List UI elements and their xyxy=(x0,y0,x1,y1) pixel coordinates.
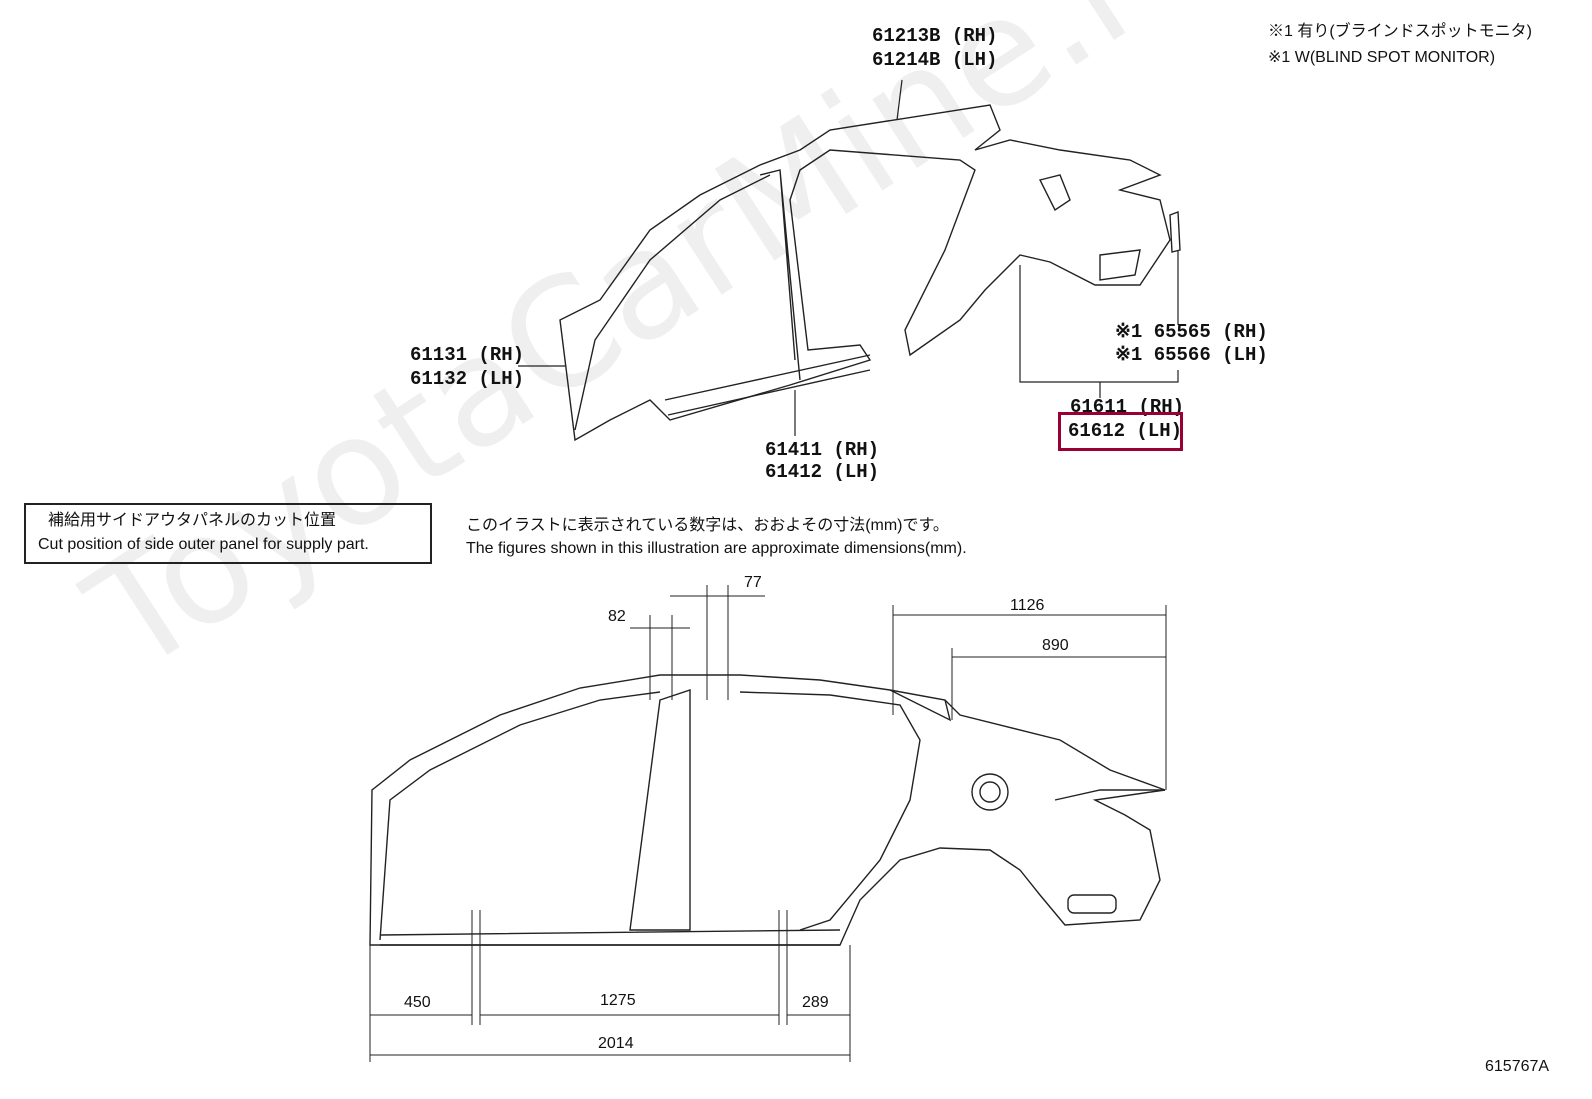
side-panel-dimensioned xyxy=(369,674,1166,946)
exploded-body-side xyxy=(559,104,1181,442)
dimension-lines xyxy=(369,585,1167,1062)
leader-lines xyxy=(518,79,1179,436)
dimension-note-en: The figures shown in this illustration a… xyxy=(466,540,967,557)
note-en: ※1 W(BLIND SPOT MONITOR) xyxy=(1268,49,1496,66)
cut-position-en: Cut position of side outer panel for sup… xyxy=(38,536,369,553)
dimension-note-jp: このイラストに表示されている数字は、おおよその寸法(mm)です。 xyxy=(466,517,949,534)
part-number-61213b[interactable]: 61213B (RH) xyxy=(872,25,998,47)
cut-position-jp: 補給用サイドアウタパネルのカット位置 xyxy=(48,512,337,529)
dim-77: 77 xyxy=(744,574,762,591)
dim-82: 82 xyxy=(608,608,626,625)
dim-1126: 1126 xyxy=(1010,597,1045,614)
cut-position-box: 補給用サイドアウタパネルのカット位置 Cut position of side … xyxy=(24,503,432,564)
part-number-61612[interactable]: 61612 (LH) xyxy=(1068,420,1183,442)
dim-450: 450 xyxy=(404,994,431,1011)
part-number-65566[interactable]: ※1 65566 (LH) xyxy=(1115,344,1268,366)
dim-289: 289 xyxy=(802,994,829,1011)
highlight-box xyxy=(1058,412,1183,451)
dim-890: 890 xyxy=(1042,637,1069,654)
part-number-61132[interactable]: 61132 (LH) xyxy=(410,368,525,390)
part-number-61411[interactable]: 61411 (RH) xyxy=(765,439,880,461)
dim-2014: 2014 xyxy=(598,1035,634,1052)
part-number-65565[interactable]: ※1 65565 (RH) xyxy=(1115,321,1268,343)
figure-id: 615767A xyxy=(1485,1058,1550,1075)
part-number-61214b[interactable]: 61214B (LH) xyxy=(872,49,998,71)
part-number-61131[interactable]: 61131 (RH) xyxy=(410,344,525,366)
part-number-61412[interactable]: 61412 (LH) xyxy=(765,461,880,483)
dim-1275: 1275 xyxy=(600,992,636,1009)
note-jp: ※1 有り(ブラインドスポットモニタ) xyxy=(1268,23,1533,40)
